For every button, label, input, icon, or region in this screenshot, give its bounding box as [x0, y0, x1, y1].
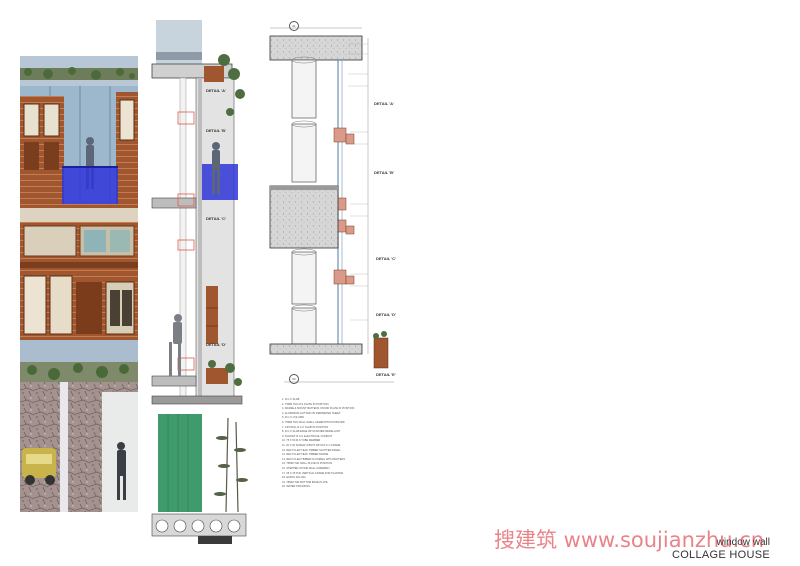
note-item: 5. R.C.C COLUMN: [282, 416, 304, 420]
detail-label-c: DETAIL 'C': [376, 256, 396, 261]
note-item: 18. EARTH FILLING: [282, 476, 306, 480]
note-item: 1. R.C.C SLAB: [282, 398, 300, 401]
note-item: 8. R.C.C SLAB EDGE WITH WATER REPELLANT: [282, 430, 341, 434]
watermark-text: 搜建筑 www.soujianzhu.cn: [494, 528, 765, 552]
note-item: 10. 75 X 50 M.S TUBE MEMBER: [282, 439, 321, 443]
detail-label-b: DETAIL 'B': [374, 170, 394, 175]
note-item: 11. 20 X 20 SCREW JOINTS WITH R.C.C FRAM…: [282, 443, 341, 447]
note-item: 13. RECYCLED TEAK TIMBER FRAME: [282, 453, 329, 457]
section-marker-top: 01: [289, 21, 299, 31]
facade-elevation: [20, 56, 138, 512]
note-item: 6. 75MM THK WALL SHELL CEMENTITIOUS BOAR…: [282, 420, 345, 424]
note-item: 17. 25 X 25 THK VERTICAL FRAME FOR PLANT…: [282, 471, 344, 475]
note-item: 19. 75MM THK BOTTOM BASE PLATE: [282, 480, 328, 484]
section-detail-label-a: DETAIL 'A': [206, 88, 226, 93]
note-item: 14. RECYCLED TIMBER FLOORING WITH BATTEN…: [282, 457, 346, 461]
detail-label-d: DETAIL 'D': [376, 312, 396, 317]
section-marker-bottom: 02: [289, 374, 299, 384]
note-item: 3. FRAME & MOUNT BATTENS ON MID PLATE IN…: [282, 407, 355, 411]
section-detail-label-d: DETAIL 'D': [206, 342, 226, 347]
detail-drawing: [269, 27, 394, 383]
note-item: 2. 75MM THK M.S PLATE IN POSITION: [282, 402, 329, 406]
note-item: 15. 75MM THK WALL PLATE IN POSITION: [282, 462, 333, 466]
note-item: 9. SOCKET R.C.C ELECTRICAL CONDUIT: [282, 434, 333, 438]
note-item: 20. WATER PROOFING: [282, 485, 310, 489]
detail-label-e: DETAIL 'E': [376, 372, 396, 377]
note-item: 7. CRYSTAL R.C.C SLAB IN POSITION: [282, 425, 329, 429]
wall-section: [151, 20, 248, 544]
section-detail-label-b: DETAIL 'B': [206, 128, 226, 133]
section-detail-label-c: DETAIL 'C': [206, 216, 226, 221]
drawing-title: COLLAGE HOUSE: [671, 549, 770, 561]
drawing-subtitle: window wall: [716, 537, 770, 548]
note-item: 4. ALUMINIUM GUTTER ON PERIMETER SHEET: [282, 411, 341, 415]
note-item: 16. STEPPED STONE WALL ASSEMBLY: [282, 466, 331, 470]
detail-label-a: DETAIL 'A': [374, 101, 394, 106]
note-item: 12. RECYCLED TEAK TIMBER SHUTTER PANEL: [282, 448, 341, 452]
